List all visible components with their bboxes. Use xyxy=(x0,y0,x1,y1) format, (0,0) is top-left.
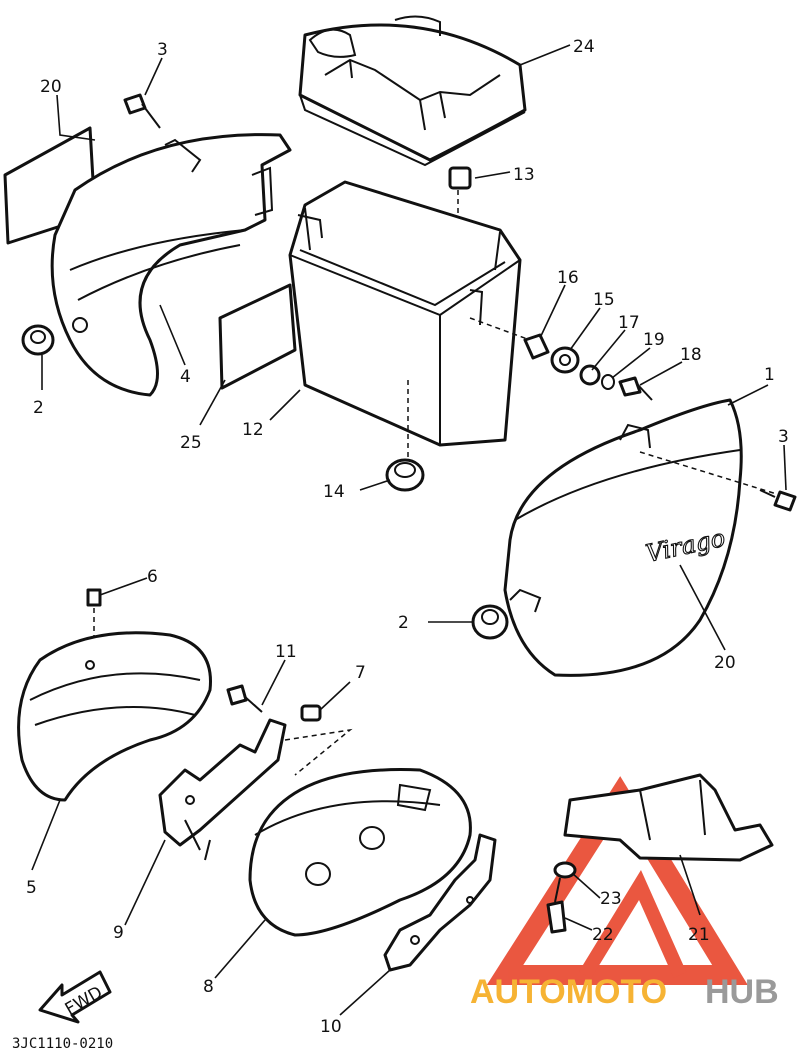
left-side-cover xyxy=(50,133,292,397)
bracket-21 xyxy=(563,773,774,862)
watermark-hub: HUB xyxy=(705,973,779,1011)
grommet-2-right xyxy=(471,604,509,640)
bolt-3-left xyxy=(123,93,161,129)
battery-cover xyxy=(298,15,527,167)
callout-9: 9 xyxy=(113,923,124,943)
callout-21: 21 xyxy=(688,925,710,945)
callout-3-right: 3 xyxy=(778,427,789,447)
callout-20-right: 20 xyxy=(714,653,736,673)
bolt-11 xyxy=(226,684,263,713)
forward-arrow-icon: FWD xyxy=(38,970,112,1024)
callout-3-left: 3 xyxy=(157,40,168,60)
bolt-22 xyxy=(546,877,567,934)
callout-13: 13 xyxy=(513,165,535,185)
mount-hardware xyxy=(469,317,653,401)
cover-8 xyxy=(248,768,472,937)
callout-20-left: 20 xyxy=(40,77,62,97)
callout-8: 8 xyxy=(203,977,214,997)
diagram-code: 3JC1110-0210 xyxy=(12,1036,113,1052)
callout-4: 4 xyxy=(180,367,191,387)
clip-13 xyxy=(448,166,472,190)
leader-lines xyxy=(31,44,787,1016)
callout-7: 7 xyxy=(355,663,366,683)
washer-23 xyxy=(553,861,577,879)
clip-7 xyxy=(300,704,322,722)
bolt-3-right xyxy=(759,489,797,512)
bracket-10 xyxy=(383,833,497,972)
callout-5: 5 xyxy=(26,878,37,898)
callout-12: 12 xyxy=(242,420,264,440)
callout-15: 15 xyxy=(593,290,615,310)
cover-5 xyxy=(17,631,212,802)
callout-23: 23 xyxy=(600,889,622,909)
watermark-logo xyxy=(486,776,748,985)
callout-25: 25 xyxy=(180,433,202,453)
callout-2-left: 2 xyxy=(33,398,44,418)
grommet-2-left xyxy=(21,324,55,356)
bracket-9 xyxy=(158,718,287,861)
callout-22: 22 xyxy=(592,925,614,945)
callout-17: 17 xyxy=(618,313,640,333)
callout-10: 10 xyxy=(320,1017,342,1037)
callout-24: 24 xyxy=(573,37,595,57)
callout-labels: 20 3 24 13 4 2 25 12 14 16 15 17 19 18 1… xyxy=(26,37,789,1037)
callout-2-right: 2 xyxy=(398,613,409,633)
battery-box xyxy=(288,180,522,447)
callout-19: 19 xyxy=(643,330,665,350)
callout-1: 1 xyxy=(764,365,775,385)
watermark-auto: AUTOMOTO xyxy=(470,973,667,1011)
callout-18: 18 xyxy=(680,345,702,365)
callout-16: 16 xyxy=(557,268,579,288)
watermark-text: AUTOMOTO HUB xyxy=(470,973,779,1011)
grommet-14 xyxy=(385,458,425,492)
callout-14: 14 xyxy=(323,482,345,502)
bolt-6 xyxy=(86,588,102,660)
label-sheet-25 xyxy=(218,283,297,390)
callout-6: 6 xyxy=(147,567,158,587)
callout-11: 11 xyxy=(275,642,297,662)
right-side-cover: Virago xyxy=(503,398,743,677)
